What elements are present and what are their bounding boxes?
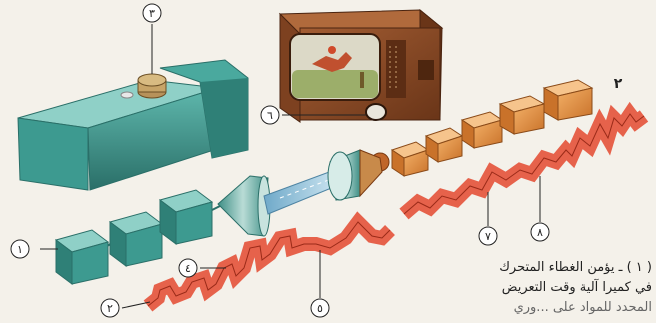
- callout-1: ١: [11, 240, 29, 258]
- callout-3-label: ٣: [149, 7, 155, 20]
- callout-2-label: ٢: [107, 302, 113, 315]
- callout-6-label: ٦: [267, 109, 273, 122]
- caption-line-3: المحدد للمواد على ...وري: [430, 298, 652, 318]
- callout-4: ٤: [179, 259, 197, 277]
- tv-camera: [18, 24, 248, 190]
- callout-8: ٨: [531, 223, 549, 241]
- callout-6: ٦: [261, 106, 279, 124]
- figure-caption: ( ١ ) ـ يؤمن الغطاء المتحرك في كميرا آلي…: [430, 258, 652, 323]
- callout-3: ٣: [143, 4, 161, 22]
- callout-7-label: ٧: [485, 230, 491, 243]
- callout-1-label: ١: [17, 243, 23, 256]
- callout-7: ٧: [479, 227, 497, 245]
- callout-2: ٢: [101, 299, 119, 317]
- callout-5-label: ٥: [317, 302, 323, 315]
- callout-8-label: ٨: [537, 226, 543, 239]
- callout-4-label: ٤: [185, 262, 191, 275]
- callout-5: ٥: [311, 299, 329, 317]
- caption-line-1: ( ١ ) ـ يؤمن الغطاء المتحرك: [430, 258, 652, 278]
- callout-2-leader: [122, 302, 150, 308]
- television-set: [280, 10, 442, 122]
- figure-number: ٢: [614, 76, 623, 92]
- caption-line-2: في كميرا آلية وقت التعريض: [430, 278, 652, 298]
